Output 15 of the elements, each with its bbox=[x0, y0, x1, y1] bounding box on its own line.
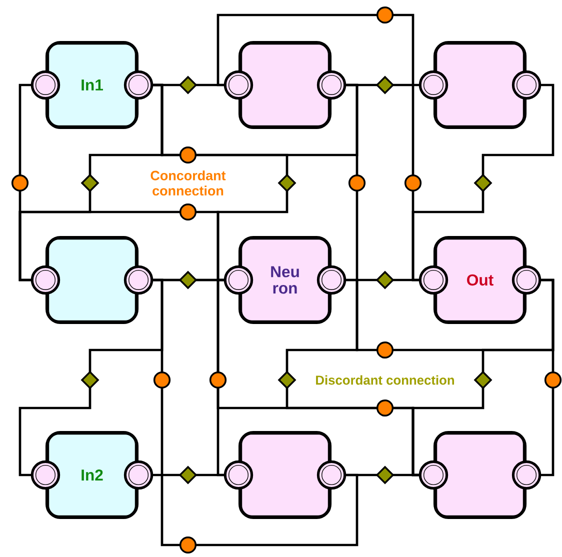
neuron-box: In1 bbox=[30, 40, 154, 130]
neuron-box bbox=[418, 430, 542, 520]
neuron-box bbox=[30, 236, 154, 324]
neuron-box bbox=[224, 40, 346, 130]
neuron-box: Out bbox=[418, 236, 542, 324]
neuron-box bbox=[418, 40, 542, 130]
connection-label: Discordant connection bbox=[316, 375, 454, 385]
connection-label: Concordant connection bbox=[150, 170, 226, 196]
wire bbox=[152, 84, 358, 156]
neuron-box: In2 bbox=[30, 430, 154, 520]
wire bbox=[412, 84, 554, 282]
wire bbox=[152, 278, 358, 546]
neuron-box bbox=[224, 430, 346, 520]
neuron-box: Neu ron bbox=[224, 236, 346, 324]
wire bbox=[216, 278, 420, 476]
